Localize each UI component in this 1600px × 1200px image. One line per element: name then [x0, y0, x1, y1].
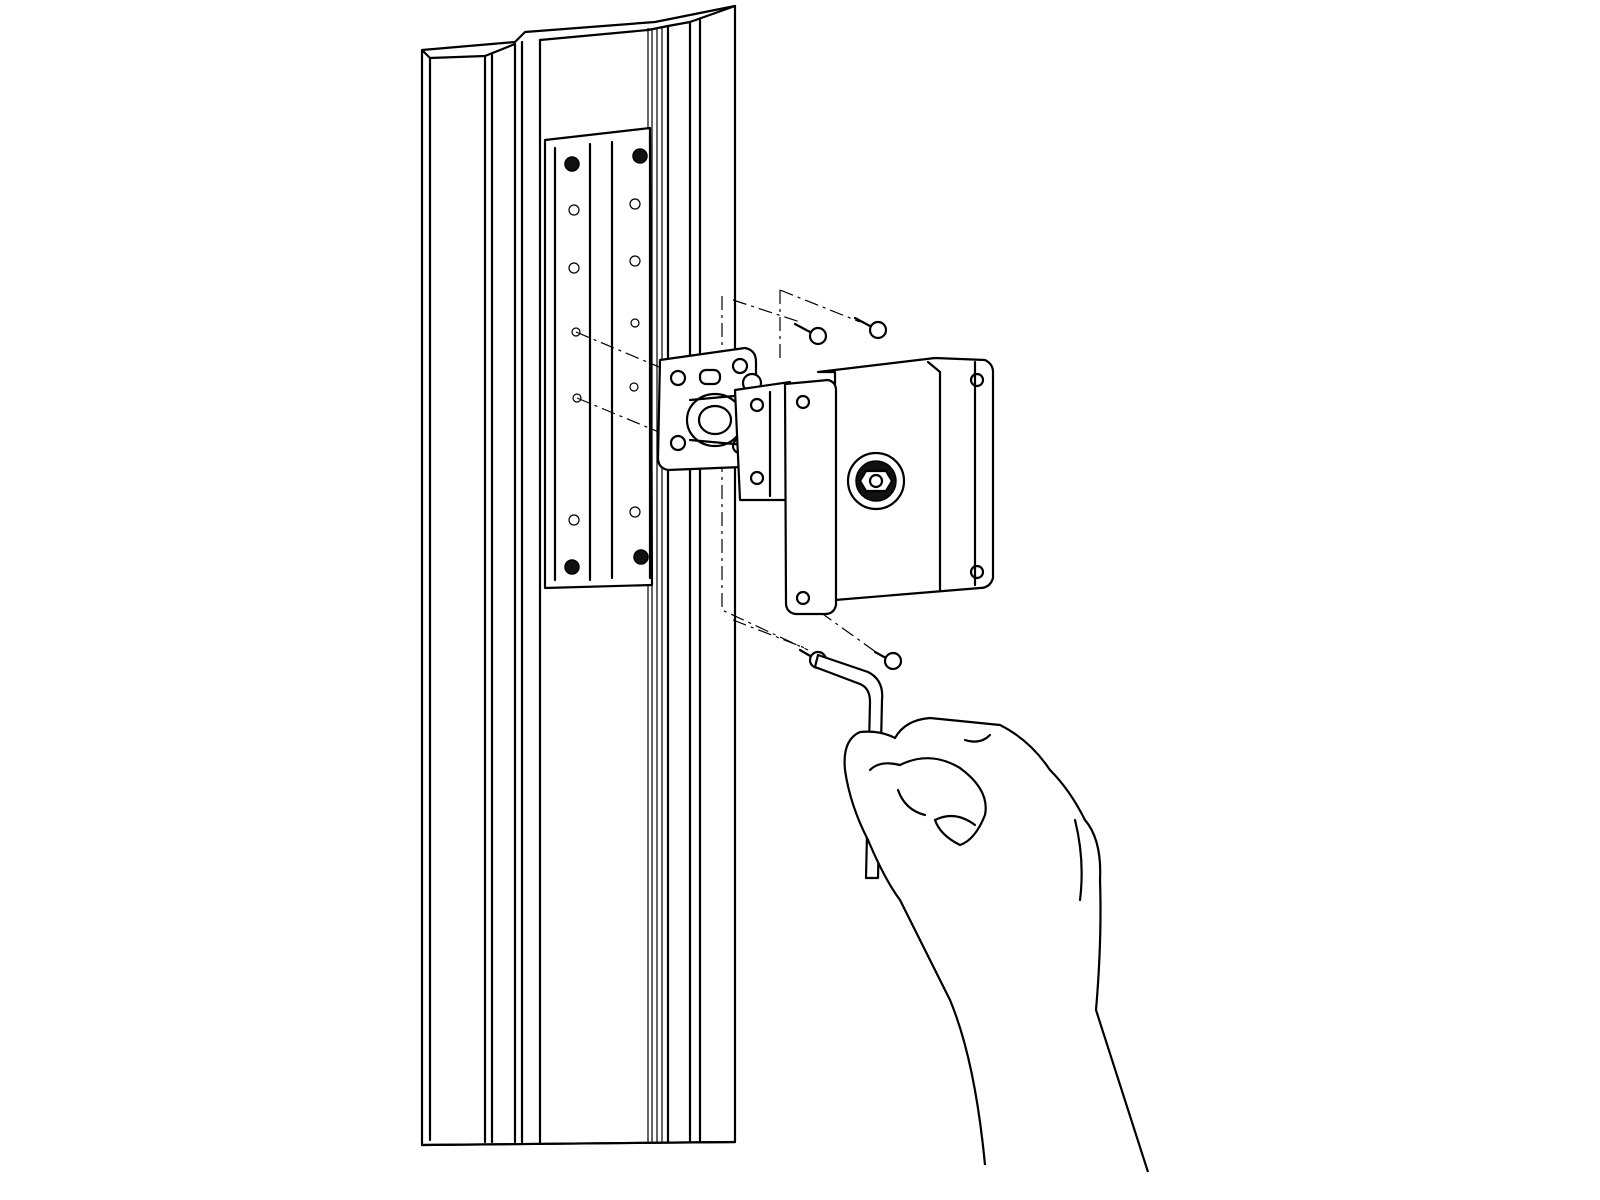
mounting-plate [783, 356, 995, 616]
hand [843, 716, 1150, 1173]
slider-plate [543, 126, 654, 590]
screw-icon [873, 650, 903, 671]
screw-icon [793, 322, 828, 346]
tilt-bracket [656, 346, 792, 502]
screws [793, 316, 903, 671]
screw-icon [853, 316, 888, 340]
